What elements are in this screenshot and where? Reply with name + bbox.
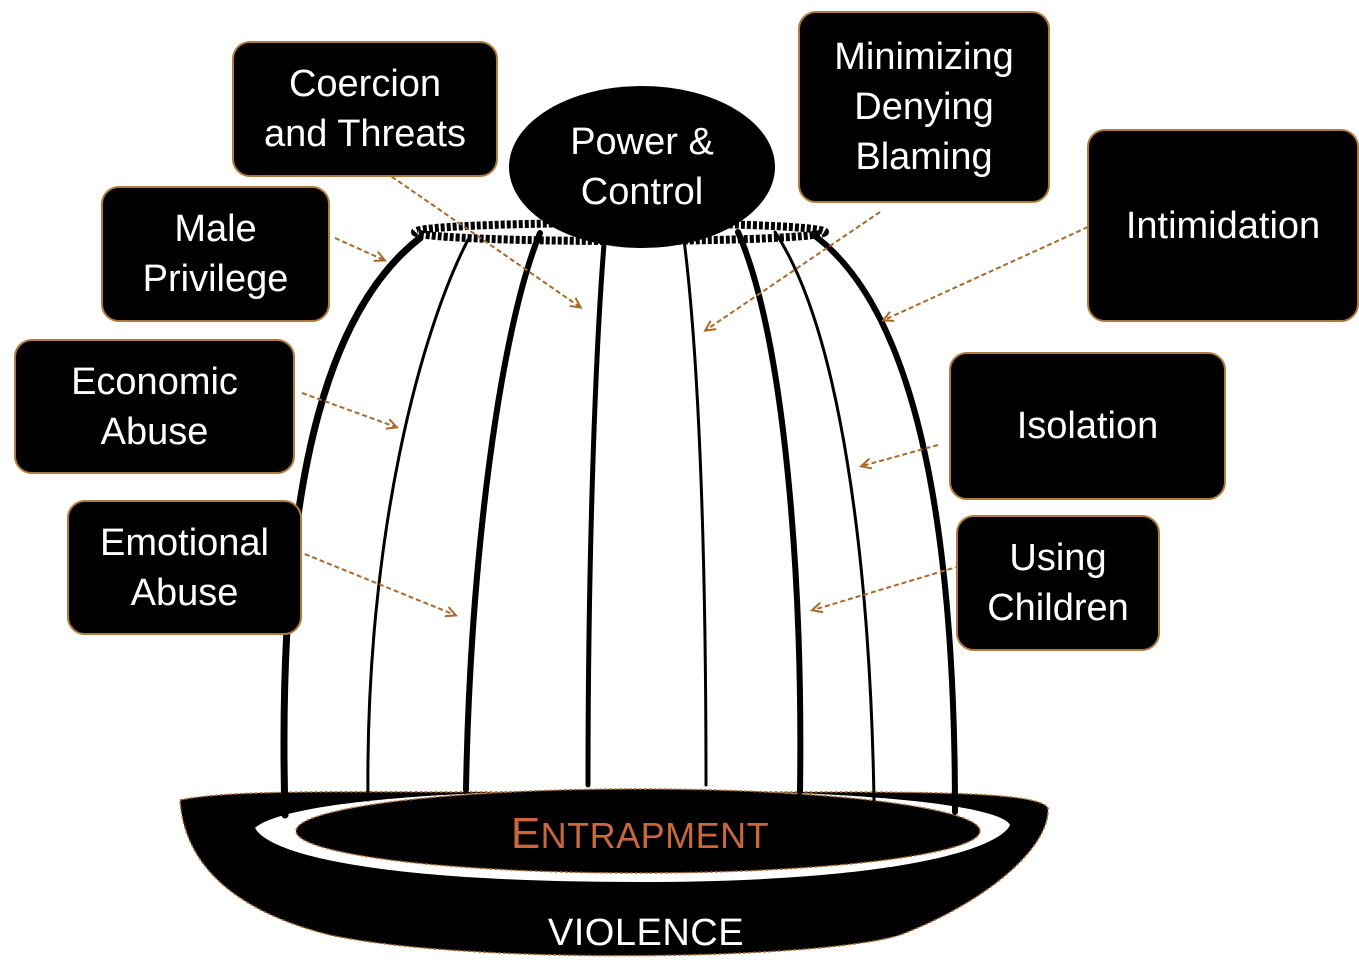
economic-line-1: Economic: [71, 360, 238, 403]
center-line-1: Power &: [570, 121, 714, 163]
cage-bar: [773, 230, 876, 802]
coercion-line-1: Coercion: [288, 63, 442, 105]
intimidation-line-1: Intimidation: [1125, 204, 1321, 247]
economic-line-2: Abuse: [100, 410, 209, 453]
cage-bars: [280, 229, 958, 819]
entrapment-label: ENTRAPMENT: [440, 806, 840, 864]
minimizing-denying-blaming-box: Minimizing Denying Blaming: [798, 11, 1050, 203]
cage-bar: [585, 229, 608, 788]
emotional-abuse-box: Emotional Abuse: [67, 500, 302, 635]
children-line-2: Children: [987, 587, 1129, 629]
children-line-1: Using: [1009, 537, 1107, 579]
arrow-minimizing: [703, 211, 881, 332]
cage-bar: [735, 229, 804, 795]
cage-bar: [280, 234, 424, 819]
arrow-children: [809, 565, 961, 614]
center-line-2: Control: [580, 171, 704, 213]
coercion-line-2: and Threats: [263, 113, 467, 155]
entrapment-floor: [295, 788, 981, 874]
arrow-intimidation: [881, 226, 1089, 322]
arrow-emotional: [289, 547, 458, 618]
power-control-oval: Power & Control: [509, 86, 775, 248]
coercion-threats-box: Coercion and Threats: [232, 41, 498, 177]
arrow-economic: [301, 392, 400, 430]
minimizing-line-2: Denying: [854, 86, 994, 128]
isolation-line-1: Isolation: [1016, 405, 1159, 447]
emotional-line-1: Emotional: [100, 521, 269, 564]
entrapment-rest: NTRAPMENT: [540, 815, 770, 856]
cage-bar: [812, 233, 958, 815]
male-privilege-box: Male Privilege: [101, 186, 330, 322]
violence-label: VIOLENCE: [547, 912, 745, 954]
emotional-line-2: Abuse: [130, 571, 239, 614]
arrows: [289, 171, 1089, 618]
economic-abuse-box: Economic Abuse: [14, 339, 295, 474]
arrow-male-privilege: [334, 237, 387, 262]
cage-bar: [681, 230, 708, 787]
intimidation-box: Intimidation: [1087, 129, 1359, 322]
minimizing-line-1: Minimizing: [834, 36, 1014, 78]
entrapment-initial: E: [510, 809, 541, 858]
cage-bar: [463, 230, 543, 793]
minimizing-line-3: Blaming: [855, 136, 993, 178]
arrow-isolation: [858, 444, 939, 470]
isolation-box: Isolation: [949, 352, 1226, 500]
male-privilege-line-1: Male: [174, 208, 257, 250]
cage-bar: [366, 234, 472, 802]
male-privilege-line-2: Privilege: [142, 258, 289, 300]
using-children-box: Using Children: [956, 515, 1160, 651]
